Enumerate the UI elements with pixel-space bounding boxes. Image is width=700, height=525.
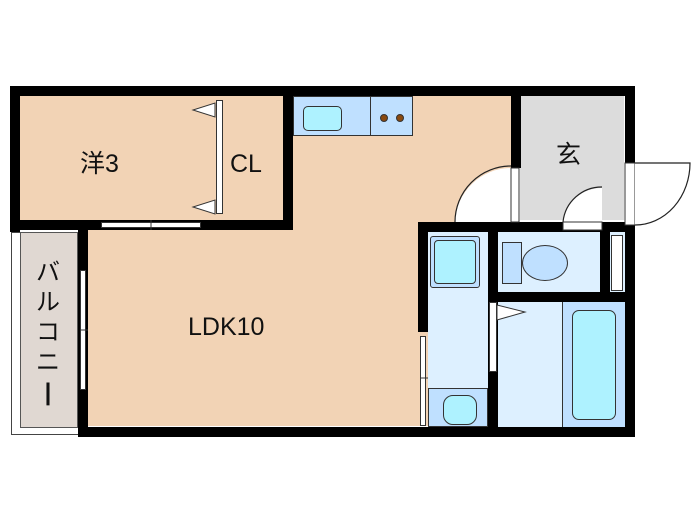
ldk-door-icon — [454, 165, 520, 223]
entrance — [520, 96, 624, 220]
window-wet[interactable] — [420, 336, 426, 426]
balcony-char-3: コ — [36, 319, 60, 346]
kitchen-divider — [370, 96, 371, 136]
wall-toilet-right — [600, 232, 610, 292]
balcony-char-1: バ — [36, 259, 60, 286]
wall-right — [625, 86, 635, 437]
wall-wet-left — [418, 222, 428, 332]
bath-door-marker — [496, 304, 527, 321]
wall-closet-right — [283, 86, 293, 230]
bathtub — [572, 310, 616, 420]
stove-burner-2 — [396, 114, 404, 122]
toilet-door-panel[interactable] — [611, 235, 623, 291]
wall-bottom — [78, 427, 635, 437]
balcony-char-2: ル — [36, 289, 60, 316]
bath-door-panel[interactable] — [489, 302, 497, 372]
entrance-label: 玄 — [556, 141, 582, 169]
western-room-label: 洋3 — [80, 150, 119, 178]
stove-burner-1 — [380, 114, 388, 122]
wet-door-icon — [562, 186, 603, 231]
toilet-bowl — [522, 245, 568, 281]
ldk-label: LDK10 — [188, 313, 265, 341]
toilet-tank — [502, 242, 522, 284]
wall-wet-top — [418, 222, 635, 232]
balcony-char-4: ニ — [36, 349, 60, 376]
kitchen-sink — [303, 106, 342, 131]
wall-toilet-bottom — [488, 292, 635, 302]
closet-label: CL — [230, 150, 262, 178]
closet-door[interactable] — [216, 100, 223, 214]
closet-door-marker-top — [191, 102, 216, 118]
front-door-icon — [624, 162, 691, 226]
wall-left-upper — [10, 86, 20, 232]
balcony-label: バ ル コ ニ | — [33, 258, 63, 408]
wall-entrance-left — [511, 86, 521, 168]
balcony-floor — [20, 232, 78, 428]
balcony-char-5: | — [44, 379, 52, 406]
wall-top — [10, 86, 635, 96]
closet-door-marker-bottom — [191, 199, 216, 215]
washbasin-bowl — [434, 240, 476, 284]
washing-machine-drain — [443, 395, 477, 425]
